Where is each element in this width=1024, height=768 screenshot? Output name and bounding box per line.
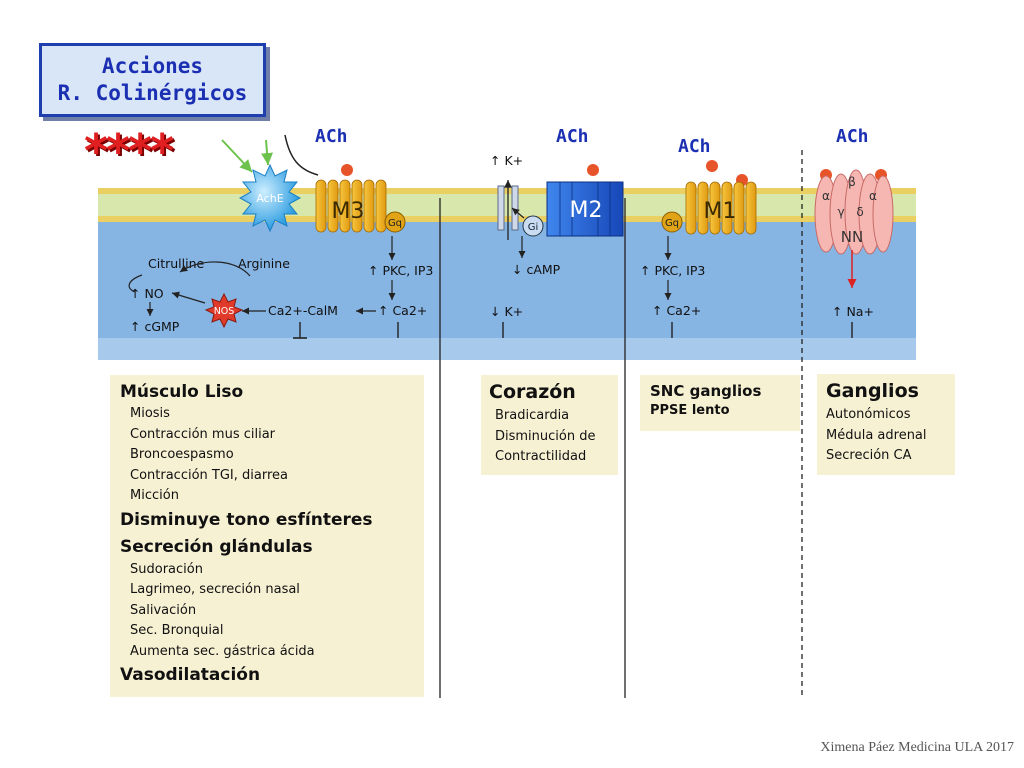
svg-text:γ: γ [837, 205, 844, 219]
citrulline-curve [128, 274, 143, 293]
list-item: Lagrimeo, secreción nasal [130, 582, 300, 597]
panel-snc-sub: PPSE lento [650, 403, 730, 418]
svg-text:AchE: AchE [256, 192, 283, 205]
list-item: Contracción mus ciliar [130, 426, 276, 442]
camp-label: ↓ cAMP [512, 262, 561, 277]
ache-enzyme-icon: AchE [238, 163, 302, 233]
panel-musculo-heading-3: Secreción glándulas [120, 536, 313, 557]
k-up-label: ↑ K+ [490, 153, 523, 168]
m3-receptor-icon: M3 Gq [315, 164, 406, 233]
list-item: Contracción TGI, diarrea [130, 467, 288, 483]
ach-curve [284, 134, 319, 176]
svg-text:α: α [822, 189, 830, 203]
ca-label-1: ↑ Ca2+ [378, 303, 427, 318]
m2-receptor-icon: M2 Gi [522, 164, 624, 237]
title-line1: Acciones [101, 54, 204, 78]
svg-text:NOS: NOS [214, 306, 235, 317]
nos-enzyme-icon: NOS [204, 292, 244, 329]
svg-text:NN: NN [841, 228, 863, 246]
pkc-ip3-label-1: ↑ PKC, IP3 [368, 263, 433, 278]
cytoplasm [98, 220, 916, 360]
panel-musculo-title: Músculo Liso [120, 382, 244, 402]
svg-text:α: α [869, 189, 877, 203]
green-arrow-1 [221, 139, 253, 173]
star-marks: **** [84, 124, 174, 178]
svg-text:β: β [848, 175, 856, 189]
list-item: Bradicardia [495, 408, 570, 423]
na-label: ↑ Na+ [832, 304, 874, 319]
svg-text:M3: M3 [332, 199, 365, 224]
ach-label-nn: ACh [836, 126, 869, 147]
list-item: Autonómicos [826, 407, 911, 422]
svg-text:Gi: Gi [528, 222, 539, 233]
svg-text:Gq: Gq [665, 218, 679, 229]
no-label: ↑ NO [130, 286, 164, 301]
list-item: Sec. Bronquial [130, 623, 224, 638]
footer-credit: Ximena Páez Medicina ULA 2017 [820, 740, 1014, 755]
list-item: Aumenta sec. gástrica ácida [130, 643, 315, 659]
list-item: Micción [130, 488, 179, 503]
title-line2: R. Colinérgicos [57, 81, 248, 105]
panel-snc-title: SNC ganglios [650, 382, 762, 400]
svg-text:M2: M2 [570, 198, 603, 223]
title-box: Acciones R. Colinérgicos [39, 43, 266, 117]
list-item: Contractilidad [495, 449, 587, 464]
panel-ganglios: Ganglios Autonómicos Médula adrenal Secr… [817, 374, 955, 475]
panel-musculo-liso: Músculo Liso Miosis Contracción mus cili… [110, 375, 424, 697]
ach-label-m3: ACh [315, 126, 348, 147]
list-item: Miosis [130, 406, 170, 421]
cgmp-label: ↑ cGMP [130, 319, 180, 334]
ca-calm-label: Ca2+-CalM [268, 303, 338, 318]
ca-label-2: ↑ Ca2+ [652, 303, 701, 318]
ach-label-m1: ACh [678, 136, 711, 157]
svg-text:M1: M1 [704, 199, 737, 224]
panel-ganglios-title: Ganglios [826, 380, 919, 402]
pkc-ip3-label-2: ↑ PKC, IP3 [640, 263, 705, 278]
panel-snc: SNC ganglios PPSE lento [640, 375, 800, 431]
arginine-arrow [179, 261, 251, 277]
svg-text:Gq: Gq [388, 218, 402, 229]
nos-to-no-arrow [171, 291, 206, 304]
cytoplasm-edge [98, 338, 916, 360]
panel-corazon: Corazón Bradicardia Disminución de Contr… [481, 375, 618, 475]
list-item: Secreción CA [826, 448, 912, 463]
nicotinic-receptor-icon: α β α γ δ NN [814, 169, 894, 288]
list-item: Sudoración [130, 561, 203, 577]
citrulline-label: Citrulline [148, 256, 205, 271]
green-arrow-2 [261, 139, 274, 166]
panel-corazon-title: Corazón [489, 381, 576, 403]
k-down-label: ↓ K+ [490, 304, 523, 319]
svg-text:δ: δ [856, 205, 863, 219]
panel-musculo-heading-4: Vasodilatación [120, 665, 261, 685]
m1-receptor-icon: M1 Gq [661, 160, 757, 235]
list-item: Broncoespasmo [130, 447, 234, 462]
arginine-label: Arginine [238, 256, 290, 271]
lipid-heads [98, 188, 916, 222]
ach-label-m2: ACh [556, 126, 589, 147]
panel-musculo-heading-2: Disminuye tono esfínteres [120, 509, 373, 530]
gi-to-k-arrow [511, 207, 525, 219]
list-item: Disminución de [495, 428, 596, 444]
list-item: Salivación [130, 602, 197, 618]
list-item: Médula adrenal [826, 427, 927, 443]
